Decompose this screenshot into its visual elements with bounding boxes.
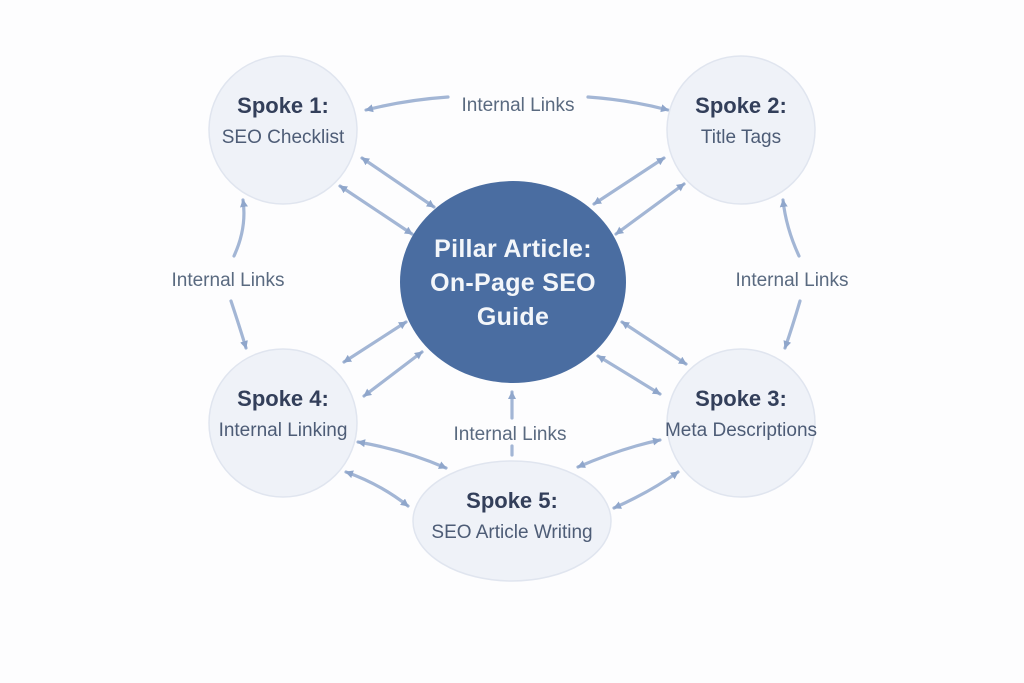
spoke-4-shape [208,348,358,498]
arrows-spoke5-spoke3 [576,437,680,510]
center-node-pillar-article: Pillar Article: On-Page SEO Guide [400,181,626,383]
arrows-spoke1-center [338,156,436,236]
spoke-4-subtitle: Internal Linking [219,420,348,441]
spoke-1-shape [208,55,358,205]
spoke-2-subtitle: Title Tags [701,127,781,148]
arrows-spoke3-center [596,320,688,396]
arrows-spoke4-spoke5 [344,439,448,508]
spoke-5-shape [412,460,612,582]
arrows-top-internal-links [364,95,670,113]
spoke-1-subtitle: SEO Checklist [222,127,345,148]
center-node-line1: Pillar Article: [434,235,592,263]
spoke-node-4: Spoke 4: Internal Linking [208,348,358,498]
spoke-5-subtitle: SEO Article Writing [431,522,592,543]
spoke-node-5: Spoke 5: SEO Article Writing [412,460,612,582]
spoke-node-1: Spoke 1: SEO Checklist [208,55,358,205]
spoke-3-title: Spoke 3: [695,386,787,411]
spoke-2-title: Spoke 2: [695,93,787,118]
arrows-spoke4-center [342,320,424,398]
center-node-line3: Guide [477,303,549,331]
arrows-right-internal-links [779,198,802,350]
spoke-5-title: Spoke 5: [466,488,558,513]
spoke-3-shape [666,348,816,498]
center-node-shape [400,181,626,383]
edge-label-top: Internal Links [461,95,574,116]
spoke-node-2: Spoke 2: Title Tags [666,55,816,205]
spoke-4-title: Spoke 4: [237,386,329,411]
center-node-line2: On-Page SEO [430,269,596,297]
edge-label-left: Internal Links [171,270,284,291]
edge-label-right: Internal Links [735,270,848,291]
spoke-3-subtitle: Meta Descriptions [665,420,817,441]
edge-label-bottom: Internal Links [453,424,566,445]
arrows-left-internal-links [229,198,248,350]
spoke-1-title: Spoke 1: [237,93,329,118]
spoke-node-3: Spoke 3: Meta Descriptions [665,348,817,498]
arrows-spoke2-center [592,156,686,236]
spoke-2-shape [666,55,816,205]
